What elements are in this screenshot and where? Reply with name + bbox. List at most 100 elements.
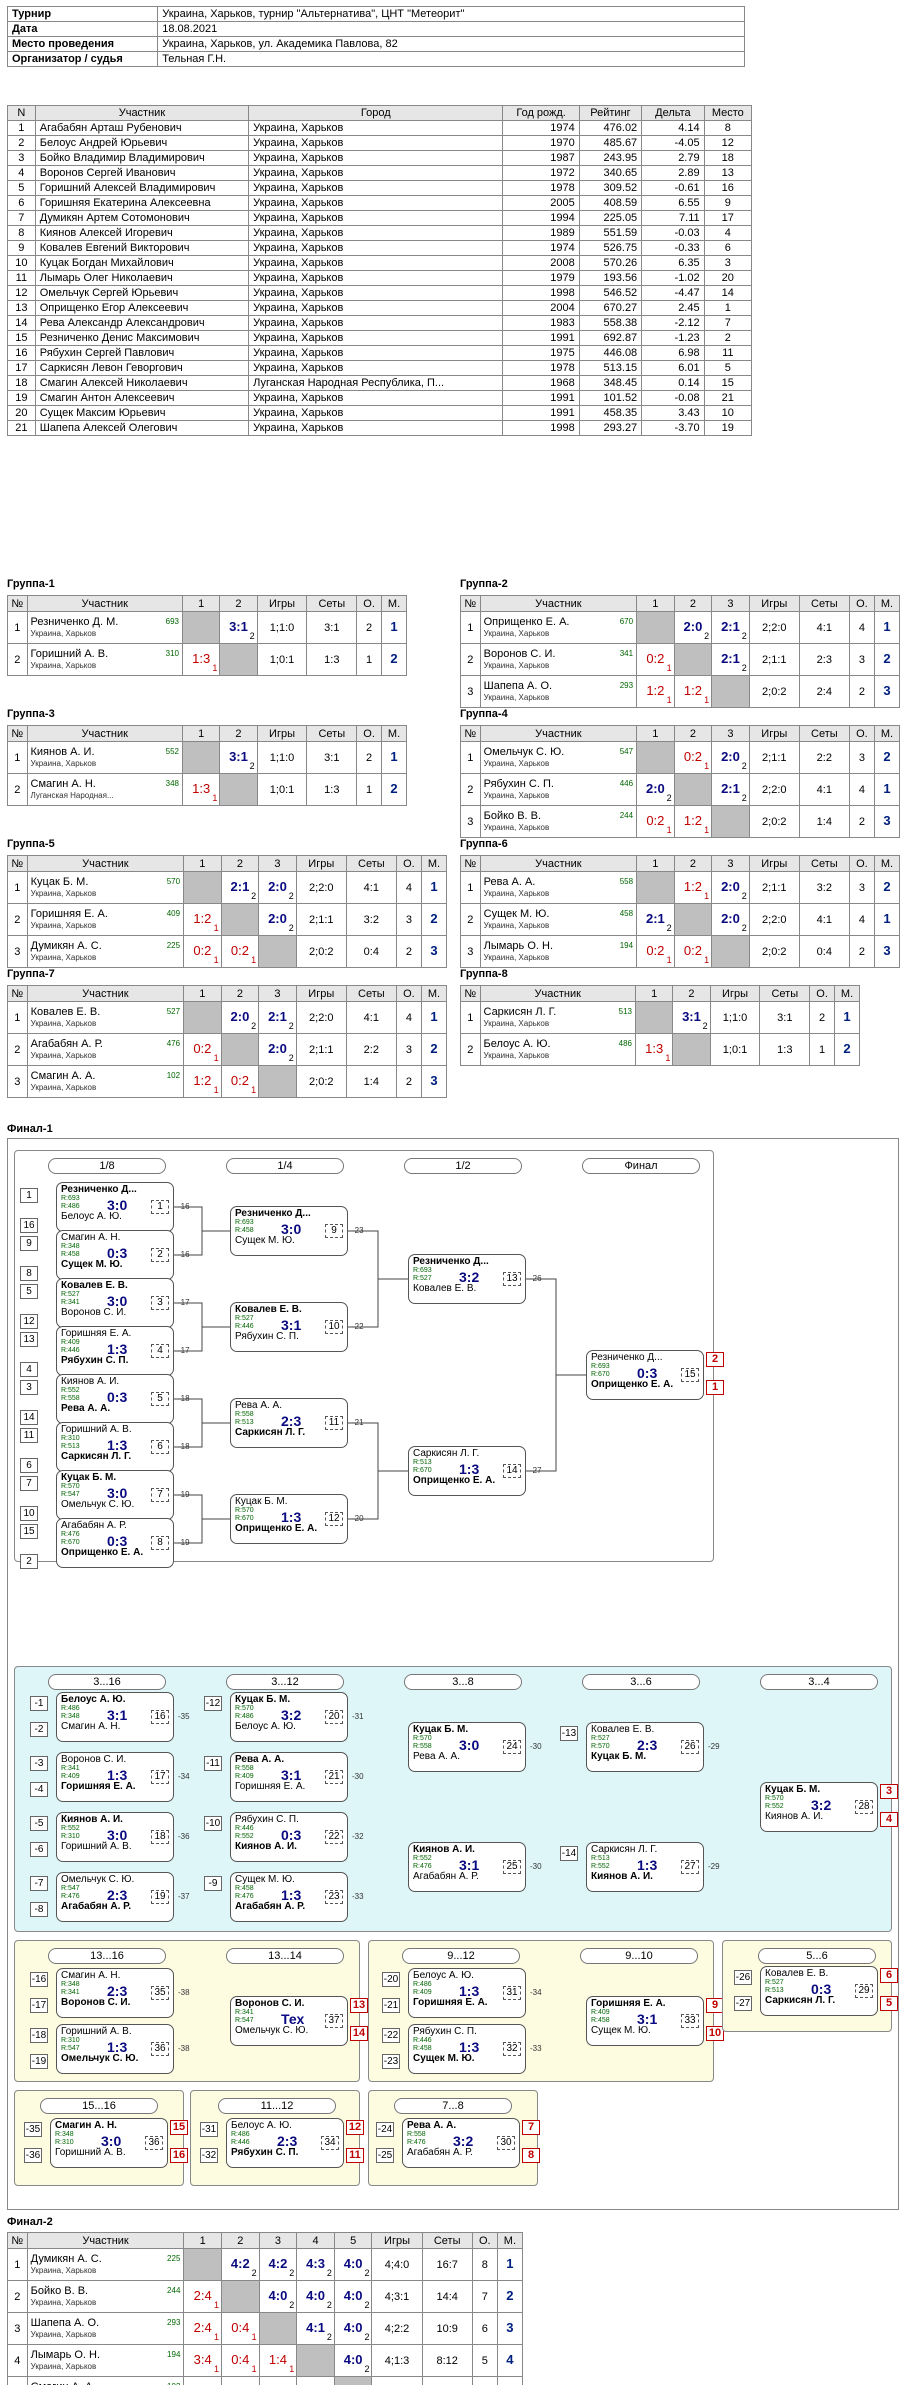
player-city: Украина, Харьков bbox=[483, 628, 550, 638]
seed-number: 9 bbox=[20, 1236, 38, 1251]
final2-place-cell: 3 bbox=[496, 2312, 524, 2345]
match-score: 3:2 bbox=[459, 1269, 480, 1285]
final2-cell: 4;4:0 bbox=[371, 2248, 423, 2281]
group-diagonal-cell bbox=[673, 773, 713, 806]
score-value: 3:1 bbox=[682, 1009, 701, 1024]
player-rating: 225 bbox=[166, 940, 181, 950]
score-points: 2 bbox=[364, 2300, 370, 2310]
group-cell: 1:3 bbox=[306, 643, 358, 676]
score-points: 1 bbox=[251, 1085, 257, 1095]
match-player-a: Сущек М. Ю. bbox=[235, 1874, 295, 1885]
group-col-header: Игры bbox=[748, 855, 800, 872]
next-match-label: -31 bbox=[352, 1712, 364, 1721]
next-match-label: -19 bbox=[178, 1490, 190, 1499]
score-value: 1:3 bbox=[192, 651, 211, 666]
match-player-a: Ковалев Е. В. bbox=[765, 1968, 829, 1979]
score-points: 1 bbox=[212, 663, 218, 673]
score-value: 0:2 bbox=[646, 813, 665, 828]
score-value: 2:1 bbox=[268, 1009, 287, 1024]
final2-place-cell: 2 bbox=[496, 2280, 524, 2313]
match-rating-b: R:547 bbox=[61, 1491, 80, 1498]
participant-cell: 293.27 bbox=[578, 420, 643, 436]
final2-cell: 0:16 bbox=[421, 2376, 473, 2385]
place-value: 2 bbox=[430, 1041, 438, 1056]
group-cell: 2;0:2 bbox=[295, 935, 347, 968]
match-player-a: Ковалев Е. В. bbox=[235, 1304, 302, 1315]
player-rating: 194 bbox=[619, 940, 634, 950]
match-player-a: Белоус А. Ю. bbox=[61, 1694, 126, 1705]
match-rating-a: R:527 bbox=[61, 1291, 80, 1298]
score-value: 0:4 bbox=[231, 2352, 250, 2367]
match-player-b: Сущек М. Ю. bbox=[235, 1235, 295, 1246]
next-match-label: -33 bbox=[352, 1892, 364, 1901]
group-cell: 2;2:0 bbox=[748, 903, 800, 936]
player-name: Шапепа А. О. bbox=[483, 679, 553, 692]
player-city: Украина, Харьков bbox=[30, 1018, 97, 1028]
match-score: 3:2 bbox=[281, 1707, 302, 1723]
final2-col-header: Участник bbox=[26, 2232, 185, 2249]
match-rating-b: R:458 bbox=[61, 1251, 80, 1258]
participant-cell: Лымарь Олег Николаевич bbox=[34, 270, 250, 286]
score-value: 2:1 bbox=[230, 879, 250, 894]
info-key: Организатор / судья bbox=[6, 51, 159, 67]
score-points: 2 bbox=[741, 891, 747, 901]
group-cell: 3:1 bbox=[306, 611, 358, 644]
match-number: 25 bbox=[503, 1860, 521, 1874]
participant-cell: 1979 bbox=[502, 270, 580, 286]
final2-cell: 16:7 bbox=[421, 2248, 473, 2281]
final2-col-header: 4 bbox=[296, 2232, 335, 2249]
final2-diagonal-cell bbox=[333, 2376, 373, 2385]
player-city: Украина, Харьков bbox=[483, 692, 550, 702]
score-points: 1 bbox=[213, 1053, 219, 1063]
group-col-header: О. bbox=[848, 855, 875, 872]
match-player-b: Горишняя Е. А. bbox=[413, 1997, 488, 2008]
player-name: Резниченко Д. М. bbox=[30, 615, 119, 628]
place-value: 1 bbox=[390, 619, 398, 634]
player-rating: 341 bbox=[619, 648, 634, 658]
match-player-a: Воронов С. И. bbox=[61, 1754, 127, 1765]
score-points: 2 bbox=[288, 891, 294, 901]
group-col-header: 2 bbox=[673, 725, 713, 742]
match-score: 0:3 bbox=[811, 1981, 832, 1997]
match-rating-a: R:458 bbox=[235, 1885, 254, 1892]
score-value: 2:1 bbox=[721, 651, 740, 666]
group-cell: 2;0:2 bbox=[748, 805, 800, 838]
score-value: 0:2 bbox=[646, 943, 665, 958]
match-rating-b: R:446 bbox=[235, 1323, 254, 1330]
participant-cell: 458.35 bbox=[578, 405, 643, 421]
match-rating-a: R:348 bbox=[61, 1243, 80, 1250]
match-rating-b: R:552 bbox=[235, 1833, 254, 1840]
player-name: Смагин А. А. bbox=[30, 1069, 96, 1082]
score-points: 1 bbox=[704, 825, 710, 835]
match-score: 1:3 bbox=[107, 1437, 128, 1453]
score-points: 1 bbox=[666, 695, 672, 705]
player-rating: 670 bbox=[619, 616, 634, 626]
match-player-a: Смагин А. Н. bbox=[61, 1970, 121, 1981]
source-seed-b: -17 bbox=[30, 1998, 48, 2013]
stage-header: 9...10 bbox=[580, 1948, 698, 1964]
group-diagonal-cell bbox=[219, 773, 258, 806]
final2-row: 5102Смагин А. А.Украина, Харьков0:410:41… bbox=[7, 2376, 524, 2385]
score-value: 4:3 bbox=[306, 2256, 325, 2271]
player-rating: 102 bbox=[166, 1070, 181, 1080]
match-rating-a: R:547 bbox=[61, 1885, 80, 1892]
source-seed-a: -22 bbox=[382, 2028, 400, 2043]
